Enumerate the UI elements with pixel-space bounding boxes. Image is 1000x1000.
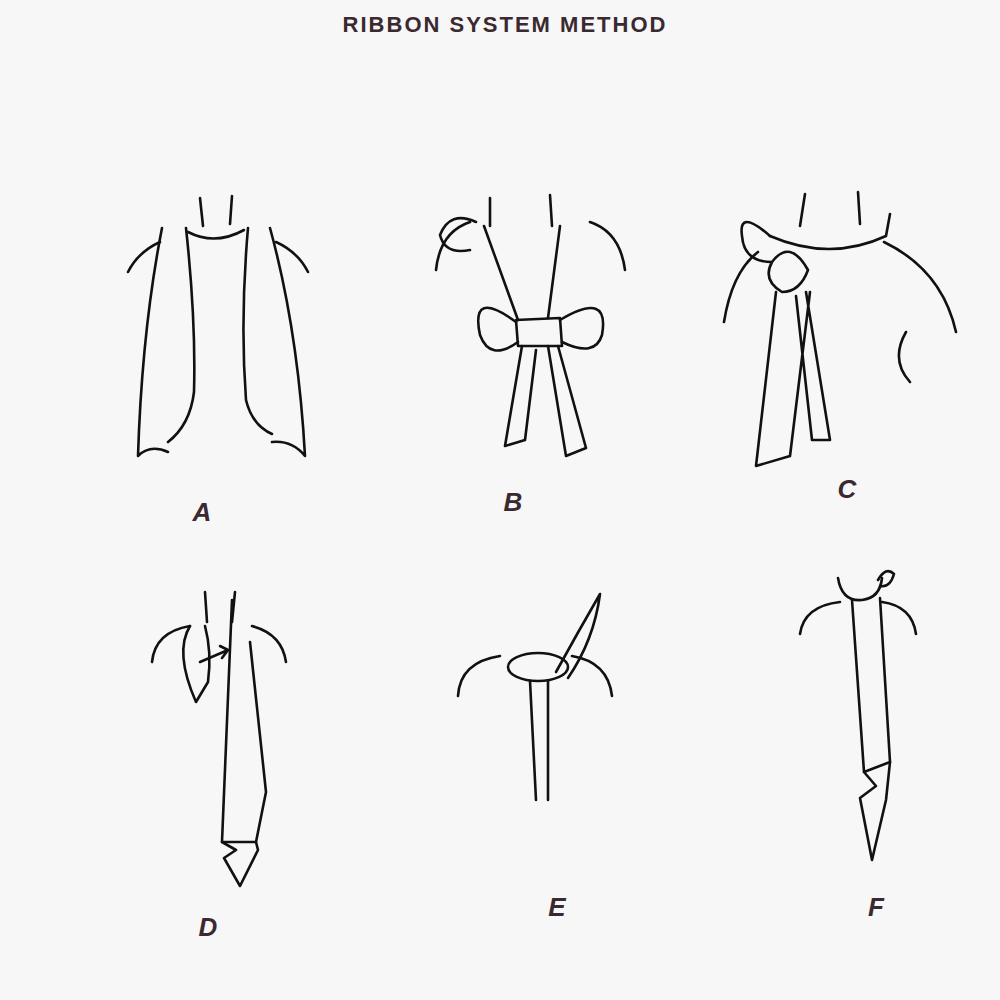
- bow-knot: [516, 318, 562, 346]
- scarf-flap: [183, 626, 209, 702]
- collar-band: [838, 578, 882, 600]
- scarf-strip: [222, 600, 266, 842]
- scarf-strip: [440, 218, 560, 320]
- scarf-strip: [852, 598, 890, 772]
- figure-letter: E: [548, 892, 565, 923]
- scarf-strip: [243, 228, 305, 456]
- knot-flap: [556, 594, 600, 678]
- figure-letter: A: [193, 497, 212, 528]
- shoulder-line: [152, 626, 286, 662]
- collar-band: [770, 214, 890, 249]
- scarf-tip: [860, 762, 890, 860]
- neck-line: [800, 192, 860, 226]
- shoulder-line: [436, 222, 625, 270]
- figure-letter: D: [199, 912, 218, 943]
- neck-line: [490, 195, 552, 226]
- neckline: [188, 230, 244, 239]
- scarf-strip: [138, 228, 194, 456]
- bow-loop: [742, 222, 808, 292]
- shoulder-line: [800, 602, 916, 634]
- scarf-figure-a: [128, 196, 308, 456]
- direction-arrow: [200, 646, 228, 662]
- neck-line: [200, 196, 232, 226]
- diagram-title: RIBBON SYSTEM METHOD: [343, 12, 668, 38]
- figure-letter: C: [838, 474, 857, 505]
- scarf-figure-c: [724, 192, 956, 466]
- scarf-figure-b: [436, 195, 625, 456]
- scarf-figure-f: [800, 571, 916, 860]
- neck-knot: [878, 571, 894, 586]
- figure-letter: B: [504, 487, 523, 518]
- shoulder-line: [458, 656, 612, 696]
- scarf-figure-d: [152, 592, 286, 886]
- scarf-tip: [222, 842, 258, 886]
- figure-letter: F: [868, 892, 884, 923]
- shoulder-line: [724, 242, 956, 382]
- bow-loop: [478, 308, 603, 351]
- scarf-figure-e: [458, 594, 612, 800]
- bow-tail: [505, 346, 586, 456]
- scarf-tail: [530, 681, 548, 800]
- bow-tail: [756, 292, 830, 466]
